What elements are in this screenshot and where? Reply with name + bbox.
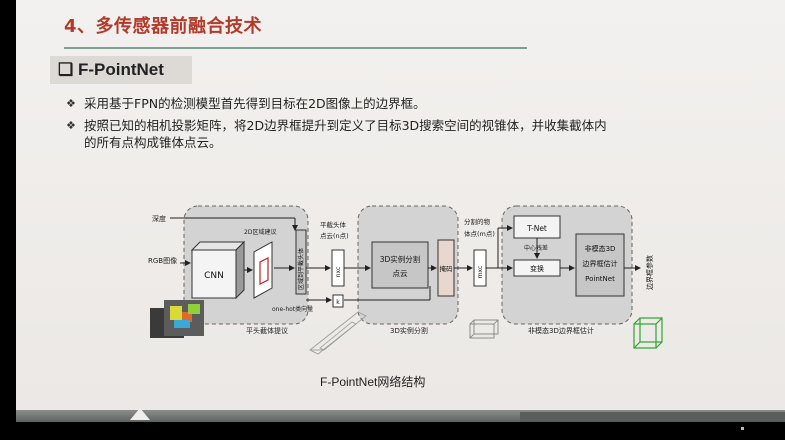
region-to-frustum-label: 区域到平截头体 — [297, 248, 305, 290]
frustum-points-label-2: 点云(n点) — [320, 232, 349, 240]
nxc-label: nxc — [335, 267, 342, 278]
instance-seg-caption: 3D实例分割 — [390, 326, 428, 335]
image-plane — [253, 241, 273, 299]
footer-bar-right — [520, 412, 785, 422]
bounding-box-2d — [259, 257, 269, 285]
rgb-input-label: RGB图像 — [148, 256, 177, 265]
subtitle-text: F-PointNet — [77, 60, 164, 79]
mxc-label: mxc — [477, 266, 484, 279]
amodal-label-1: 非模态3D — [585, 244, 616, 253]
region-proposal-label: 2D区域建议 — [244, 228, 276, 236]
bullet-text: 的所有点构成锥体点云。 — [84, 135, 222, 150]
box-estimation-caption: 非模态3D边界框估计 — [528, 326, 594, 335]
title-divider — [64, 47, 527, 49]
cnn-label: CNN — [204, 271, 224, 281]
frustum-points-label-1: 平截头体 — [320, 220, 347, 229]
cnn-cube-side — [235, 240, 245, 300]
box-params-label: 边界框参数 — [645, 255, 654, 290]
checkbox-bullet-icon: ❑ — [58, 60, 74, 79]
section-subtitle: ❑ F-PointNet — [58, 60, 164, 80]
onehot-label: one-hot类向量 — [272, 305, 313, 313]
diamond-bullet-icon: ❖ — [66, 119, 76, 132]
amodal-block — [575, 233, 625, 297]
diamond-bullet-icon: ❖ — [66, 97, 76, 110]
frustum-sketch — [309, 311, 367, 355]
instance-seg-label-2: 点云 — [393, 269, 408, 278]
seg-points-label-1: 分割的物 — [464, 217, 491, 226]
center-residual-label: 中心残差 — [524, 244, 548, 252]
subtitle-box — [50, 56, 192, 84]
rgb-depth-thumbnail — [150, 300, 204, 338]
3d-box-output-sketch — [633, 317, 663, 349]
bullet-text: 采用基于FPN的检测模型首先得到目标在2D图像上的边界框。 — [84, 96, 426, 111]
bullet-text: 按照已知的相机投影矩阵，将2D边界框提升到定义了目标3D搜索空间的视锥体，并收集… — [84, 118, 607, 133]
frustum-proposal-caption: 平头截体提议 — [246, 326, 288, 335]
instance-seg-block — [371, 241, 429, 289]
point-cloud-sketch — [469, 319, 499, 339]
depth-input-label: 深度 — [152, 214, 166, 223]
k-label: k — [336, 299, 340, 306]
page-title: 4、多传感器前融合技术 — [64, 16, 263, 37]
transform-label: 变换 — [530, 264, 544, 273]
instance-seg-label-1: 3D实例分割 — [380, 254, 421, 264]
footer-notch — [130, 408, 150, 420]
seg-points-label-2: 体点(m点) — [464, 229, 495, 238]
k-vector — [332, 294, 344, 308]
cnn-cube-front — [191, 249, 237, 299]
slide-indicator-dot — [741, 427, 744, 430]
tnet-label: T-Net — [526, 224, 547, 233]
fpointnet-architecture-diagram: 深度 RGB图像 CNN 2D区域建议 区域到平截头体 one-hot类向量 平… — [148, 205, 663, 355]
mask-label: 掩码 — [440, 264, 454, 273]
amodal-label-3: PointNet — [585, 275, 615, 283]
figure-caption: F-PointNet网络结构 — [320, 375, 426, 389]
amodal-label-2: 边界框估计 — [583, 259, 618, 268]
cnn-cube-top — [190, 241, 246, 251]
region-to-frustum-block — [295, 229, 307, 295]
